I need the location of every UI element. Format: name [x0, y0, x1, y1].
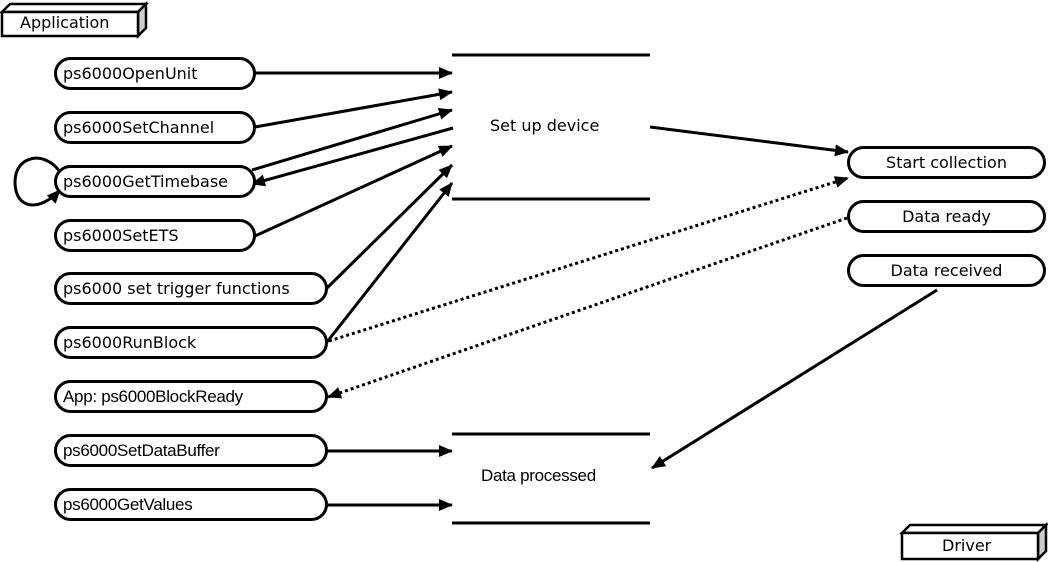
dotted-arrow-runblock-to-startcollection	[328, 176, 849, 343]
arrow-setchannel-to-setup	[254, 88, 453, 129]
application-label: Application	[20, 13, 110, 32]
arrow-trigger-to-setup	[325, 163, 454, 290]
func-blockready-callback[interactable]: App: ps6000BlockReady	[54, 380, 328, 413]
func-setets[interactable]: ps6000SetETS	[54, 219, 256, 252]
data-processed-label: Data processed	[481, 466, 596, 485]
driver-label: Driver	[942, 536, 992, 555]
arrow-setup-to-startcollection	[649, 125, 849, 157]
func-gettimebase[interactable]: ps6000GetTimebase	[54, 165, 256, 198]
dotted-arrow-dataready-to-blockready	[327, 216, 848, 399]
self-loop-gettimebase	[13, 156, 62, 207]
arrow-setup-to-gettimebase	[251, 126, 454, 187]
arrow-gettimebase-to-setup	[251, 107, 453, 172]
arrow-setets-to-setup	[254, 144, 453, 238]
driver-actor-box	[898, 521, 1048, 562]
arrow-runblock-to-setup	[325, 182, 454, 343]
setup-device-label: Set up device	[490, 116, 600, 135]
func-trigger-functions[interactable]: ps6000 set trigger functions	[54, 272, 328, 305]
func-openunit[interactable]: ps6000OpenUnit	[54, 57, 256, 90]
func-runblock[interactable]: ps6000RunBlock	[54, 326, 328, 359]
func-setchannel[interactable]: ps6000SetChannel	[54, 111, 256, 144]
state-data-received[interactable]: Data received	[847, 254, 1046, 287]
arrow-datareceived-to-processed	[651, 288, 938, 470]
state-start-collection[interactable]: Start collection	[847, 146, 1046, 179]
application-actor-box	[0, 0, 150, 40]
func-getvalues[interactable]: ps6000GetValues	[54, 488, 328, 521]
func-setdatabuffer[interactable]: ps6000SetDataBuffer	[54, 434, 328, 467]
state-data-ready[interactable]: Data ready	[847, 200, 1046, 233]
